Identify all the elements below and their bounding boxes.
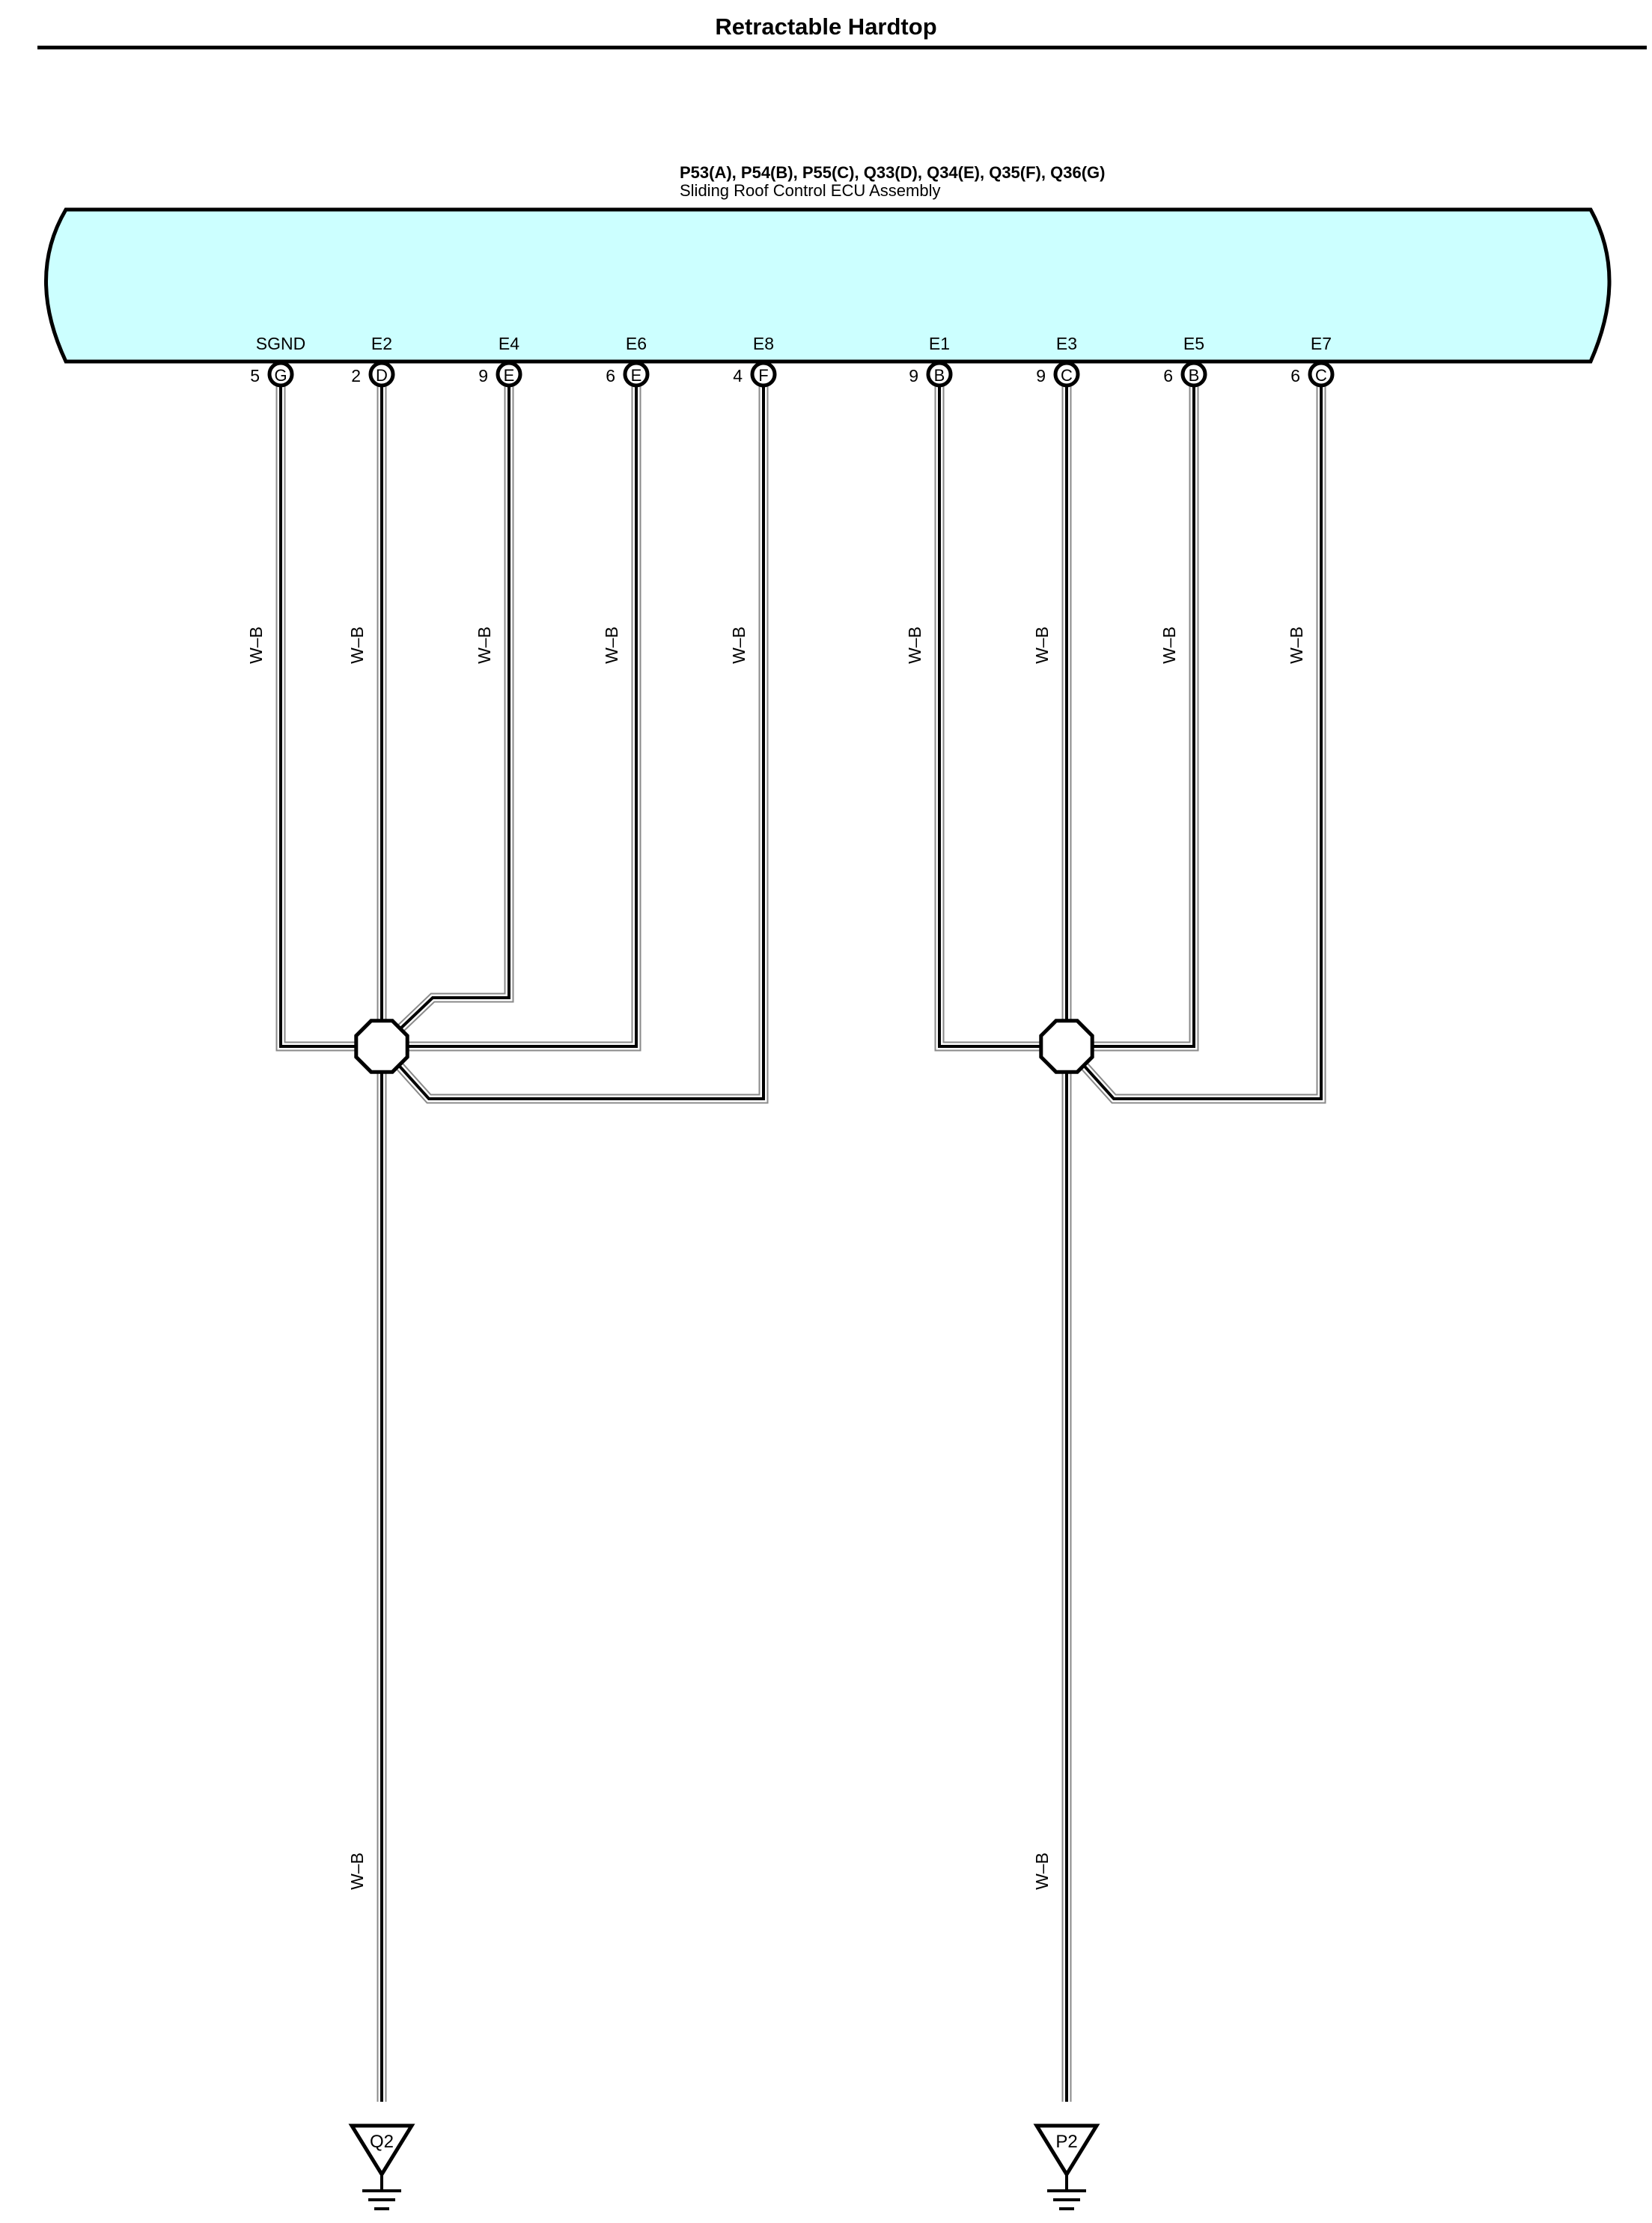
wire-sgnd [275, 383, 382, 1052]
ground-point-q2: W–B Q2 [347, 1852, 415, 2210]
wire-color-label: W–B [1032, 626, 1052, 664]
wire-e1 [934, 383, 1067, 1052]
connector-terminal [926, 361, 953, 388]
connector-terminal [496, 361, 522, 388]
title-divider [37, 46, 1647, 49]
connector-letter: C [1061, 366, 1073, 385]
splice-right [1039, 1019, 1094, 1074]
wire-e6 [382, 383, 641, 1052]
connector-terminal [1053, 361, 1080, 388]
wires-group [275, 383, 1326, 2102]
connector-terminal [368, 361, 395, 388]
pin-number: 6 [1290, 366, 1300, 385]
ground-label: P2 [1055, 2132, 1077, 2152]
wire-color-label: W–B [1032, 1852, 1052, 1890]
connector-terminal [750, 361, 777, 388]
ground-point-p2: W–B P2 [1032, 1852, 1100, 2210]
wire-labels-group: W–B W–B W–B W–B W–B W–B W–B W–B W–B [246, 626, 1306, 664]
wire-e5 [1067, 383, 1199, 1052]
connector-terminal [623, 361, 650, 388]
wire-color-label: W–B [602, 626, 621, 664]
connector-letter: C [1315, 366, 1327, 385]
connector-letter: B [934, 366, 945, 385]
splices-group [354, 1019, 1094, 1074]
pin-name-e7: E7 [1311, 334, 1332, 353]
pin-number: 9 [1036, 366, 1046, 385]
connector-letter: E [631, 366, 642, 385]
ecu-name: Sliding Roof Control ECU Assembly [680, 181, 940, 200]
pin-number: 4 [733, 366, 743, 385]
wire-color-label: W–B [347, 1852, 367, 1890]
connector-letter: G [274, 366, 287, 385]
pin-name-e6: E6 [626, 334, 647, 353]
pin-name-e3: E3 [1056, 334, 1077, 353]
ecu-connector-list: P53(A), P54(B), P55(C), Q33(D), Q34(E), … [680, 163, 1105, 182]
pin-name-e8: E8 [753, 334, 774, 353]
connector-letter: B [1189, 366, 1200, 385]
connector-letter: F [758, 366, 768, 385]
wire-e7 [1063, 383, 1326, 1104]
wire-color-label: W–B [729, 626, 749, 664]
pin-number: 9 [478, 366, 488, 385]
wire-color-label: W–B [246, 626, 266, 664]
wire-e4 [378, 383, 514, 1050]
wire-color-label: W–B [475, 626, 494, 664]
connector-terminal [1180, 361, 1207, 388]
wire-color-label: W–B [905, 626, 924, 664]
wire-color-label: W–B [1287, 626, 1306, 664]
ground-triangle [1033, 2123, 1100, 2178]
pin-number: 6 [606, 366, 615, 385]
ecu-body [44, 207, 1612, 364]
pin-name-e4: E4 [499, 334, 519, 353]
pin-name-sgnd: SGND [256, 334, 305, 353]
pin-number: 2 [351, 366, 361, 385]
pin-number: 9 [909, 366, 918, 385]
splice-left [354, 1019, 409, 1074]
pin-number: 5 [250, 366, 260, 385]
wire-color-label: W–B [1159, 626, 1179, 664]
connector-terminal [1308, 361, 1335, 388]
ground-triangle [348, 2123, 415, 2178]
connector-letter: E [504, 366, 515, 385]
ground-label: Q2 [370, 2132, 394, 2152]
pin-name-e2: E2 [371, 334, 392, 353]
pin-name-e5: E5 [1183, 334, 1204, 353]
pin-name-e1: E1 [929, 334, 950, 353]
connector-letter: D [376, 366, 388, 385]
pin-number: 6 [1163, 366, 1173, 385]
wire-color-label: W–B [347, 626, 367, 664]
grounds-group: W–B Q2 W–B P2 [347, 1852, 1100, 2210]
page-title: Retractable Hardtop [715, 13, 937, 40]
connector-terminal [267, 361, 294, 388]
wire-e8 [378, 383, 769, 1104]
